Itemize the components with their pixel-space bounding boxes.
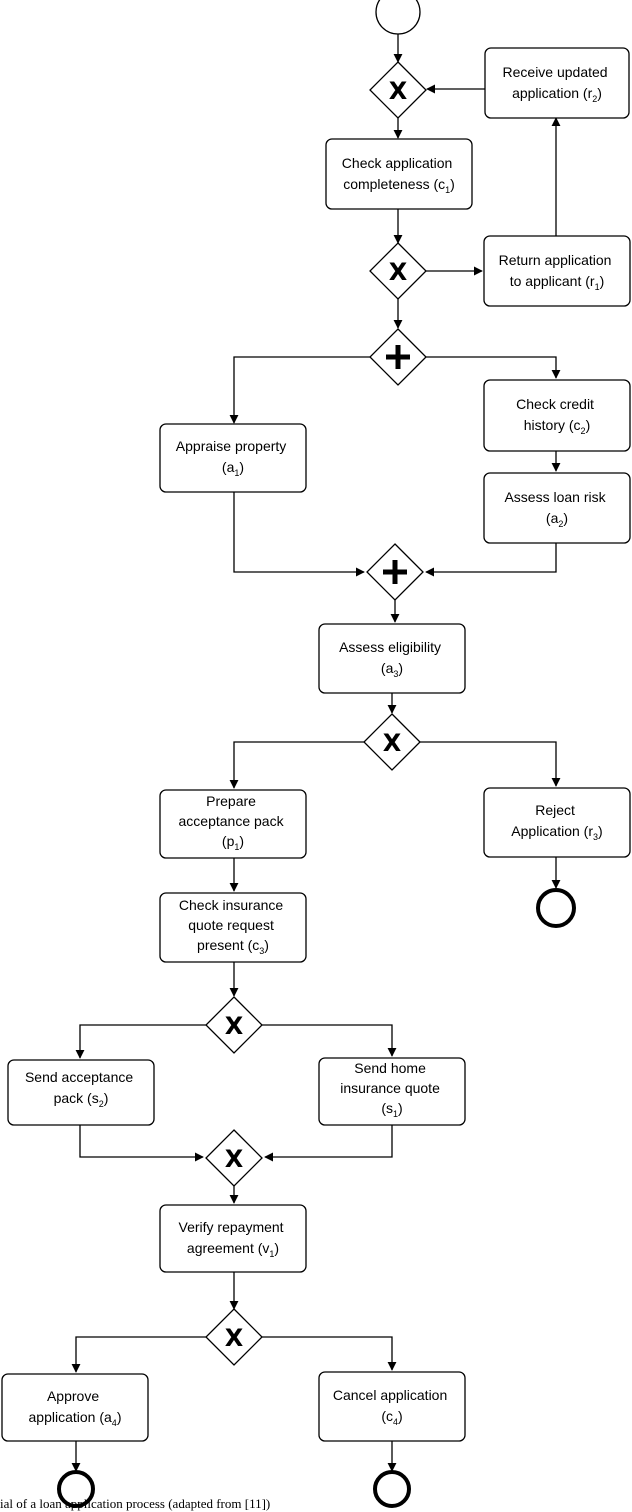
and-gateway-split	[369, 328, 427, 386]
task-receive-updated-application: Receive updated application (r2)	[484, 47, 630, 119]
task-check-application-completeness: Check application completeness (c1)	[325, 138, 473, 210]
xor-gateway-eligibility: X	[363, 713, 421, 771]
svg-text:Return application to ap: Return application to applicant (r1)	[499, 252, 616, 292]
xor-symbol: X	[389, 77, 408, 105]
xor-gateway-completeness: X	[369, 242, 427, 300]
and-gateway-join	[366, 543, 424, 601]
sequence-flows	[71, 34, 561, 1472]
xor-gateway-merge-resubmit: X	[369, 61, 427, 119]
task-check-credit-history: Check credit history (c2)	[483, 379, 631, 452]
svg-text:Verify repayment agreeme: Verify repayment agreement (v1)	[179, 1219, 288, 1259]
xor-gateway-insurance-join: X	[205, 1129, 263, 1187]
svg-text:Appraise property (a1): Appraise property (a1)	[176, 438, 290, 478]
task-assess-loan-risk: Assess loan risk (a2)	[483, 472, 631, 544]
task-appraise-property: Appraise property (a1)	[159, 423, 307, 493]
end-event-approve	[57, 1470, 95, 1508]
end-event-reject	[536, 888, 576, 928]
svg-text:Cancel application (c4): Cancel application (c4)	[333, 1387, 451, 1427]
figure-caption: ial of a loan application process (adapt…	[0, 1496, 271, 1511]
svg-text:Check insurance quote re: Check insurance quote request present (c…	[179, 897, 287, 956]
xor-symbol: X	[383, 729, 402, 757]
xor-gateway-insurance-split: X	[205, 996, 263, 1054]
xor-symbol: X	[389, 258, 408, 286]
xor-symbol: X	[225, 1324, 244, 1352]
svg-text:Prepare acceptance pack: Prepare acceptance pack (p1)	[179, 793, 288, 852]
xor-gateway-repayment: X	[205, 1308, 263, 1366]
end-event-cancel	[373, 1470, 411, 1508]
svg-text:Reject Application (r3): Reject Application (r3)	[511, 802, 602, 842]
svg-text:Receive updated applicat: Receive updated application (r2)	[503, 64, 612, 104]
task-approve-application: Approve application (a4)	[1, 1373, 149, 1442]
xor-symbol: X	[225, 1012, 244, 1040]
xor-symbol: X	[225, 1145, 244, 1173]
svg-text:Send acceptance pack (s2: Send acceptance pack (s2)	[25, 1069, 137, 1109]
svg-text:Assess eligibility (a3): Assess eligibility (a3)	[339, 639, 445, 679]
start-event	[375, 0, 421, 35]
svg-text:Send home insurance quot: Send home insurance quote (s1)	[340, 1060, 444, 1119]
svg-text:Approve application (a4): Approve application (a4)	[29, 1388, 122, 1428]
task-prepare-acceptance-pack: Prepare acceptance pack (p1)	[159, 789, 307, 859]
svg-text:Assess loan risk (a2): Assess loan risk (a2)	[504, 489, 609, 529]
task-cancel-application: Cancel application (c4)	[318, 1371, 466, 1442]
task-return-application: Return application to applicant (r1)	[483, 235, 631, 307]
svg-text:Check credit history (c2: Check credit history (c2)	[516, 396, 598, 436]
task-verify-repayment-agreement: Verify repayment agreement (v1)	[159, 1204, 307, 1273]
task-assess-eligibility: Assess eligibility (a3)	[318, 623, 466, 694]
task-send-acceptance-pack: Send acceptance pack (s2)	[7, 1059, 155, 1126]
task-reject-application: Reject Application (r3)	[483, 787, 631, 858]
task-send-home-insurance-quote: Send home insurance quote (s1)	[318, 1057, 466, 1126]
task-check-insurance-quote: Check insurance quote request present (c…	[159, 892, 307, 963]
svg-text:Check application comple: Check application completeness (c1)	[342, 155, 456, 195]
